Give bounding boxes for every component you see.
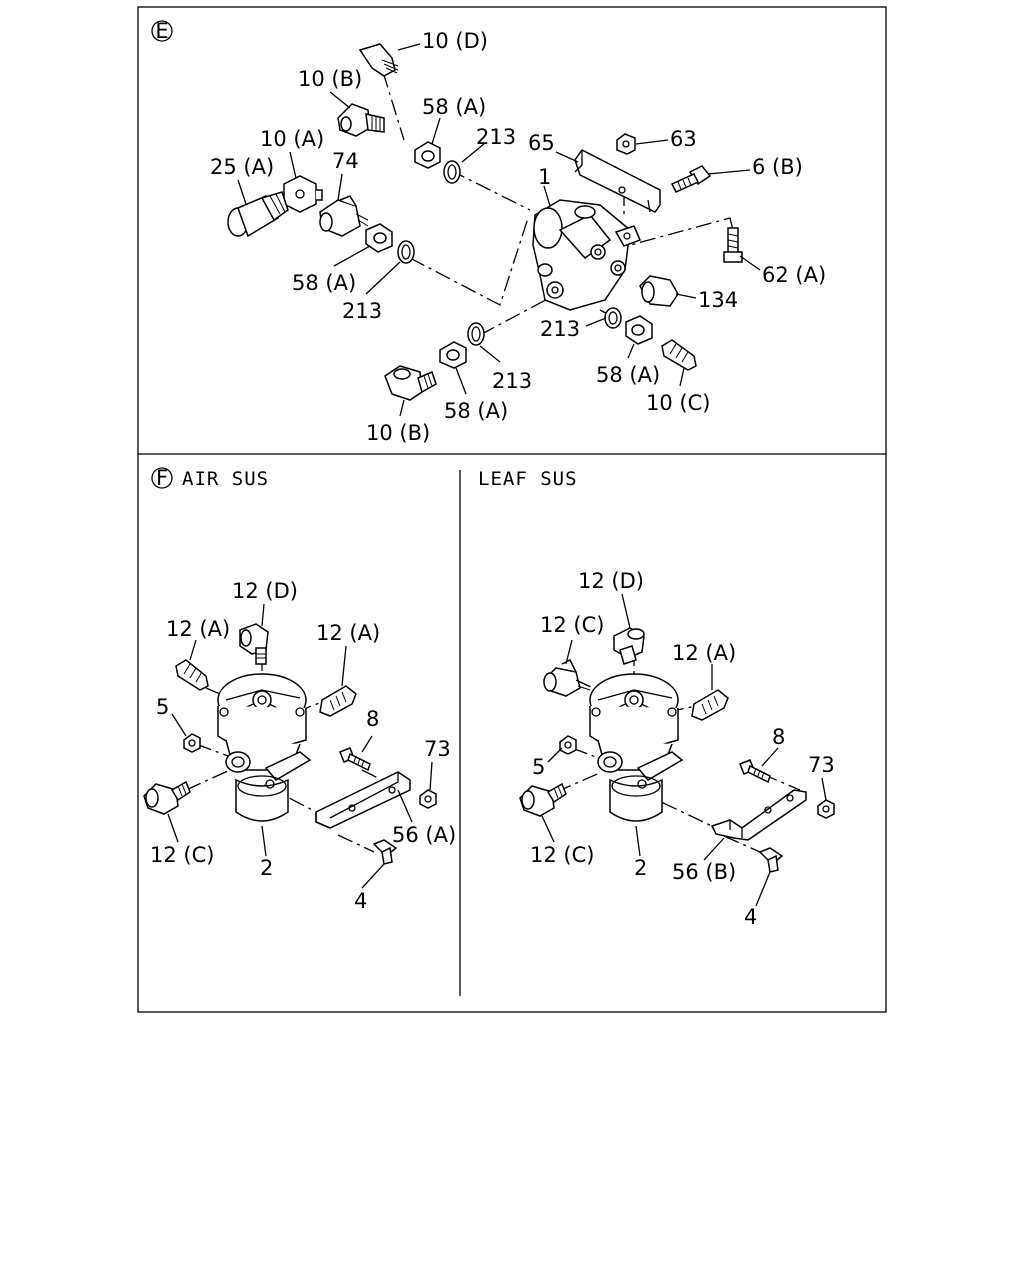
label-10b-bottom: 10 (B) [366,421,430,445]
bolt-6b [670,165,712,193]
label-12c-leaf: 12 (C) [530,843,594,867]
air-sus-header: AIR SUS [182,468,269,490]
bracket-56b [710,789,807,841]
leaf-leaders [541,593,827,907]
nut-5-leaf [559,735,577,755]
label-8-leaf: 8 [772,725,785,749]
label-56b: 56 (B) [672,860,736,884]
label-6b: 6 (B) [752,155,803,179]
valve-2-leaf [589,673,684,822]
fitting-10c [661,339,697,371]
nipple-58a-top [414,141,441,169]
fitting-12c-top-leaf [543,658,591,697]
label-25a: 25 (A) [210,155,274,179]
label-65: 65 [528,131,555,155]
fitting-10b-top [337,103,385,137]
label-10b-top: 10 (B) [298,67,362,91]
label-12c-top-leaf: 12 (C) [540,613,604,637]
section-e-marker: E [155,19,168,43]
fitting-12a-right-air [319,685,357,717]
label-5-leaf: 5 [532,755,545,779]
section-e: E [151,19,826,445]
label-2-leaf: 2 [634,856,647,880]
nipple-58a-br [625,315,653,345]
label-12d-air: 12 (D) [232,579,298,603]
fitting-10a [283,175,323,213]
bracket-65 [574,149,661,213]
ring-213-top [443,160,461,184]
nut-5-air [183,733,201,753]
ring-213-bottom [467,322,485,346]
bracket-56a [315,771,411,829]
section-f-marker-circle [151,467,173,489]
nipple-58a-bottom [439,341,467,369]
label-213-right: 213 [540,317,580,341]
label-10a: 10 (A) [260,127,324,151]
valve-body-1 [532,199,641,311]
label-58a-br: 58 (A) [596,363,660,387]
label-62a: 62 (A) [762,263,826,287]
nut-73-leaf [817,799,835,819]
label-12a-leaf: 12 (A) [672,641,736,665]
fitting-74 [319,195,369,237]
section-f-leaf-sus: LEAF SUS [478,468,835,929]
air-leaders [167,603,433,889]
label-213-left: 213 [342,299,382,323]
fitting-10d [358,43,399,77]
fitting-10b-bottom [384,365,437,401]
label-56a: 56 (A) [392,823,456,847]
fitting-12c-leaf [519,782,567,817]
label-12a-left-air: 12 (A) [166,617,230,641]
leaf-sus-header: LEAF SUS [478,468,578,490]
valve-2-air [217,673,312,822]
label-2-air: 2 [260,856,273,880]
bolt-62a [723,227,743,263]
label-1: 1 [538,165,551,189]
label-8-air: 8 [366,707,379,731]
section-e-marker-circle [151,20,173,42]
fitting-12d-leaf [613,627,645,665]
label-58a-left: 58 (A) [292,271,356,295]
ring-213-right [604,307,622,329]
label-5-air: 5 [156,695,169,719]
bolt-4-leaf [758,847,784,873]
label-4-leaf: 4 [744,905,757,929]
label-63: 63 [670,127,697,151]
label-213-top: 213 [476,125,516,149]
section-f-air-sus: F AIR SUS [143,466,456,913]
switch-25a [227,191,289,238]
label-73-leaf: 73 [808,753,835,777]
label-10d: 10 (D) [422,29,488,53]
fitting-12c-air [143,780,191,815]
ring-213-left [397,240,415,264]
label-58a-top: 58 (A) [422,95,486,119]
label-58a-bottom: 58 (A) [444,399,508,423]
nut-73-air [419,789,437,809]
fitting-12a-left-air [175,659,209,691]
section-e-leaders [237,43,761,417]
label-12a-right-air: 12 (A) [316,621,380,645]
label-12d-leaf: 12 (D) [578,569,644,593]
bolt-4-air [372,839,398,865]
label-74: 74 [332,149,359,173]
bolt-8-air [339,747,371,772]
bolt-8-leaf [739,759,771,784]
plug-134 [639,275,679,307]
fitting-12a-leaf [691,689,729,721]
label-213-bottom: 213 [492,369,532,393]
frame [137,6,887,1013]
label-4-air: 4 [354,889,367,913]
label-73-air: 73 [424,737,451,761]
fitting-12d-air [239,623,269,665]
nipple-58a-left [365,223,393,253]
section-f-marker: F [156,466,168,490]
label-134: 134 [698,288,738,312]
label-12c-air: 12 (C) [150,843,214,867]
label-10c: 10 (C) [646,391,710,415]
nut-63 [616,133,636,155]
